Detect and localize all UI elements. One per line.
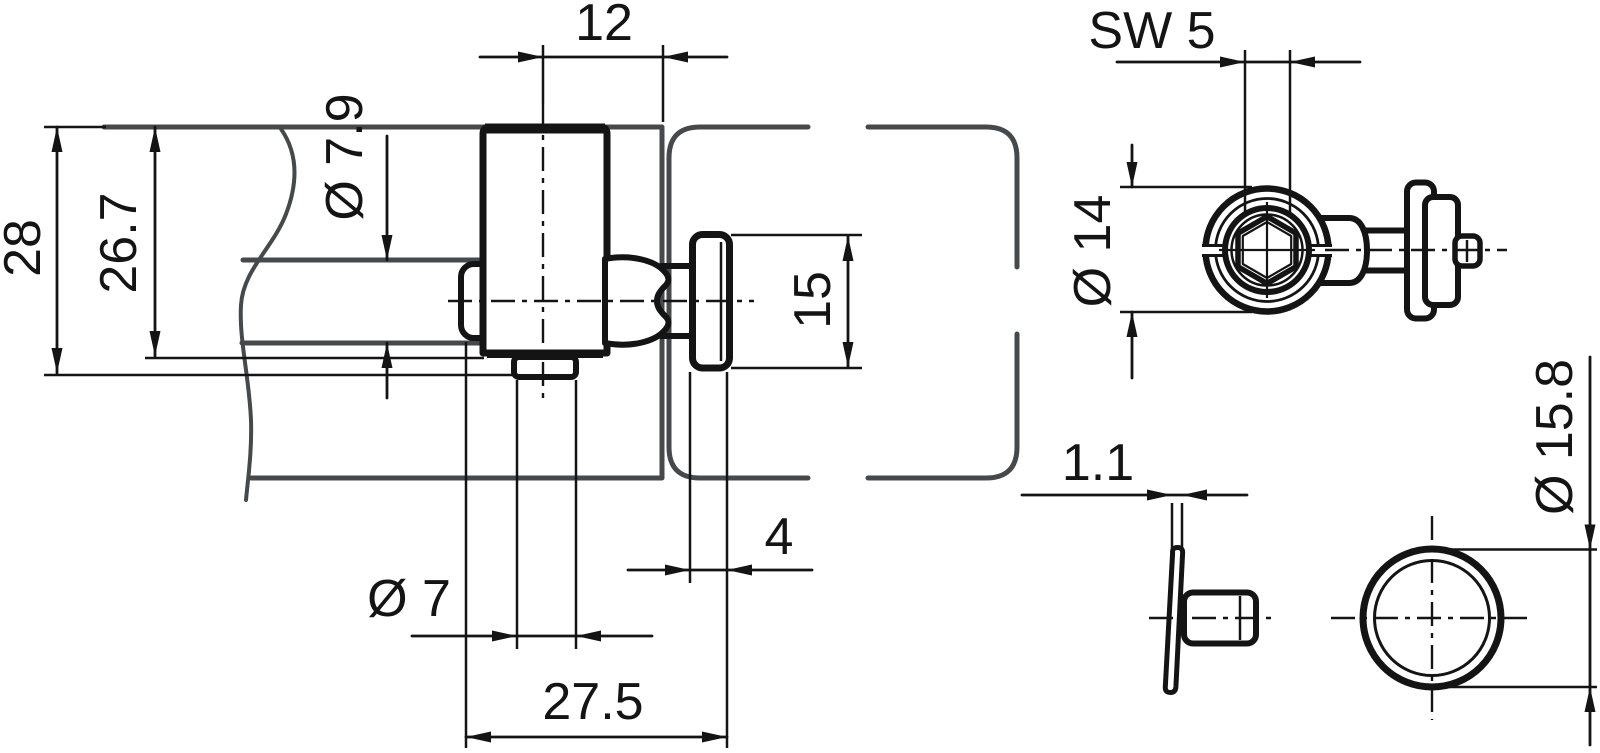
dim-28: 28 (0, 125, 516, 377)
shaft-lines (1362, 227, 1414, 274)
slot-mask-left (1201, 244, 1225, 256)
right-panel-section (666, 124, 1020, 481)
thread-end-washer (511, 354, 579, 380)
dim-label-sw5: SW 5 (1088, 2, 1215, 60)
dim-label-28: 28 (0, 219, 52, 277)
dim-label-bore-diameter: Ø 7.9 (316, 93, 374, 220)
dim-12: 12 (478, 0, 729, 122)
dim-label-barrel-diameter: Ø 14 (1064, 195, 1122, 308)
dim-cap-thickness: 1.1 (1020, 434, 1249, 551)
dim-barrel-diameter: Ø 14 (1064, 143, 1252, 380)
dim-label-thread-diameter: Ø 7 (367, 570, 451, 628)
dim-label-cap-diameter: Ø 15.8 (1526, 359, 1584, 515)
main-section-view: 12 Ø 7.9 28 26.7 (0, 0, 1020, 748)
dim-26-7: 26.7 (90, 125, 484, 360)
right-panel-outline (666, 124, 1020, 481)
dim-label-26-7: 26.7 (90, 192, 148, 293)
barrel-end-face (1201, 185, 1332, 315)
dim-sw5: SW 5 (1088, 2, 1362, 213)
dim-4: 4 (626, 372, 814, 748)
cap-front-view (1331, 516, 1533, 720)
dim-label-27-5: 27.5 (542, 673, 643, 731)
dim-bore-diameter: Ø 7.9 (316, 93, 393, 400)
dim-cap-diameter: Ø 15.8 (1437, 355, 1597, 747)
fastener-section (458, 123, 733, 380)
dim-label-4: 4 (765, 508, 794, 566)
axial-side-view: SW 5 Ø 14 (1064, 2, 1507, 380)
rim-slots (1202, 244, 1332, 257)
dim-label-12: 12 (575, 0, 633, 52)
cap-views: 1.1 Ø 15.8 (1020, 355, 1597, 747)
dim-15: 15 (731, 233, 862, 370)
dim-label-cap-thickness: 1.1 (1062, 434, 1134, 492)
cap-disc-profile (1162, 545, 1186, 695)
crosshair-lines (1219, 202, 1315, 298)
barrel-nut-body (479, 123, 611, 357)
dim-label-15: 15 (784, 271, 842, 329)
cap-side-view (1149, 545, 1277, 695)
dim-thread-diameter: Ø 7 (367, 380, 654, 649)
dim-27-5: 27.5 (464, 342, 729, 748)
screw-neck-lines (658, 263, 697, 339)
cap-front-centerlines (1331, 516, 1533, 720)
slot-mask-right (1308, 244, 1332, 256)
left-panel-bore-lines (239, 257, 484, 346)
break-wave-line (238, 127, 297, 502)
